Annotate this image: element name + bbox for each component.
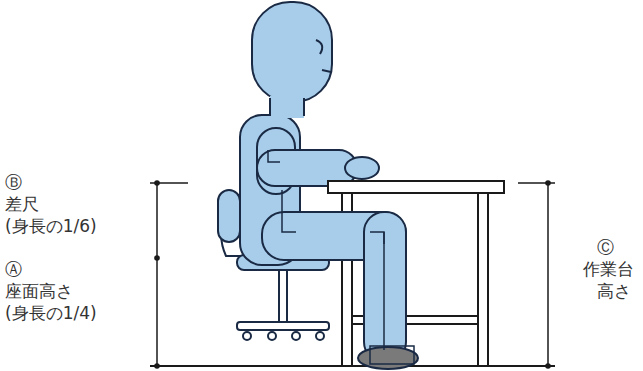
dimension-label: Ⓐ xyxy=(5,259,22,279)
dimension-label: Ⓑ xyxy=(5,172,22,192)
right-angle-marks xyxy=(268,150,384,350)
dimension-label: 高さ xyxy=(597,281,631,301)
dimension-dots xyxy=(154,180,551,369)
dimension-lines xyxy=(150,183,555,366)
dimension-label: 座面高さ xyxy=(5,281,73,301)
desk-top xyxy=(328,181,504,193)
dimension-label: 差尺 xyxy=(5,194,39,214)
dimension-label: (身長の1/4) xyxy=(5,303,97,323)
dimension-label: Ⓒ xyxy=(597,237,614,257)
dimension-label: (身長の1/6) xyxy=(5,216,97,236)
dimension-label: 作業台 xyxy=(583,259,634,279)
